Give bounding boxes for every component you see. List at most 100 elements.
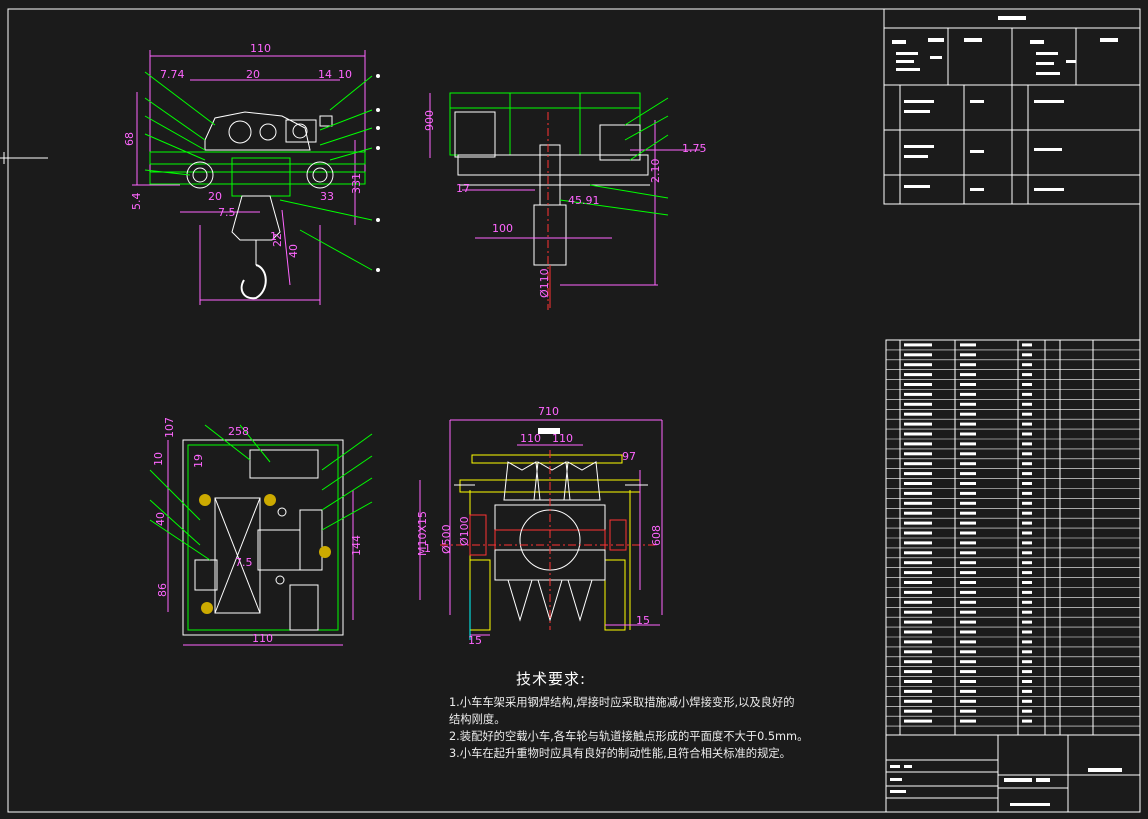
parts-cell-mark — [904, 511, 932, 515]
param-table — [883, 8, 1141, 205]
front-dim: 22 — [271, 233, 284, 247]
parts-cell-mark — [960, 392, 976, 396]
tech-requirements-title: 技术要求: — [516, 670, 587, 688]
front-dim: 10 — [338, 68, 352, 81]
parts-cell-mark — [1022, 581, 1032, 584]
side-dim: 17 — [456, 182, 470, 195]
front-dim: 40 — [287, 244, 300, 258]
parts-cell-mark — [1022, 482, 1032, 485]
parts-cell-mark — [1022, 521, 1032, 525]
parts-cell-mark — [960, 491, 976, 495]
parts-cell-mark — [960, 670, 976, 674]
section-dim: M10X15 — [416, 511, 429, 556]
parts-cell-mark — [904, 383, 932, 386]
parts-cell-mark — [904, 373, 932, 377]
parts-cell-mark — [1022, 373, 1032, 377]
parts-cell-mark — [1022, 343, 1032, 347]
side-view — [429, 92, 700, 310]
parts-cell-mark — [1022, 571, 1032, 575]
title-block — [885, 734, 1141, 813]
parts-cell-mark — [904, 501, 932, 505]
front-dim: 5.4 — [130, 193, 143, 211]
parts-cell-mark — [904, 402, 932, 406]
parts-cell-mark — [904, 363, 932, 367]
parts-cell-mark — [960, 719, 976, 723]
parts-cell-mark — [1022, 699, 1032, 703]
top-dim: 19 — [192, 454, 205, 468]
parts-cell-mark — [904, 392, 932, 396]
parts-cell-mark — [1022, 412, 1032, 416]
parts-cell-mark — [960, 422, 976, 426]
parts-cell-mark — [904, 491, 932, 495]
parts-cell-mark — [904, 610, 932, 614]
front-dim: 1 — [270, 230, 277, 243]
parts-cell-mark — [904, 640, 932, 644]
front-dim: 7.5 — [218, 206, 236, 219]
top-dim: 40 — [154, 512, 167, 526]
parts-cell-mark — [960, 590, 976, 594]
parts-cell-mark — [960, 353, 976, 357]
parts-cell-mark — [1022, 541, 1032, 545]
parts-cell-mark — [1022, 531, 1032, 535]
front-dim: 331 — [350, 173, 363, 194]
parts-cell-mark — [1022, 719, 1032, 723]
parts-cell-mark — [904, 541, 932, 545]
side-dim: 900 — [423, 110, 436, 131]
parts-cell-mark — [1022, 561, 1032, 565]
parts-cell-mark — [904, 472, 932, 476]
parts-cell-mark — [960, 442, 976, 446]
parts-cell-mark — [960, 482, 976, 485]
parts-cell-mark — [904, 551, 932, 555]
param-table-cells — [892, 38, 1118, 191]
parts-cell-mark — [904, 709, 932, 713]
parts-cell-mark — [1022, 670, 1032, 674]
parts-cell-mark — [904, 590, 932, 594]
top-dim: 107 — [163, 417, 176, 438]
parts-cell-mark — [1022, 511, 1032, 515]
parts-cell-mark — [1022, 402, 1032, 406]
parts-cell-mark — [904, 699, 932, 703]
tech-requirement-line: 结构刚度。 — [449, 713, 506, 726]
parts-cell-mark — [904, 571, 932, 575]
parts-cell-mark — [1022, 472, 1032, 476]
parts-cell-mark — [960, 531, 976, 535]
top-dim: 110 — [252, 632, 273, 645]
tech-requirement-line: 3.小车在起升重物时应具有良好的制动性能,且符合相关标准的规定。 — [449, 747, 791, 760]
side-dim: Ø110 — [538, 268, 551, 298]
front-dim: 33 — [320, 190, 334, 203]
parts-cell-mark — [960, 699, 976, 703]
parts-cell-mark — [1022, 353, 1032, 357]
parts-cell-mark — [960, 472, 976, 476]
parts-cell-mark — [960, 521, 976, 525]
parts-cell-mark — [1022, 600, 1032, 604]
front-dim: 20 — [208, 190, 222, 203]
parts-cell-mark — [1022, 363, 1032, 367]
section-dim-width: 710 — [538, 405, 559, 418]
section-dim: 110 — [520, 432, 541, 445]
parts-cell-mark — [904, 531, 932, 535]
section-dim: 97 — [622, 450, 636, 463]
parts-cell-mark — [1022, 689, 1032, 693]
parts-cell-mark — [960, 462, 976, 466]
parts-cell-mark — [1022, 660, 1032, 664]
parts-cell-mark — [1022, 491, 1032, 495]
parts-cell-mark — [960, 373, 976, 377]
parts-cell-mark — [904, 343, 932, 347]
parts-cell-mark — [1022, 650, 1032, 654]
top-dim: 10 — [152, 452, 165, 466]
parts-cell-mark — [960, 650, 976, 654]
section-dim: 15 — [636, 614, 650, 627]
front-dim: 7.74 — [160, 68, 185, 81]
parts-cell-mark — [960, 660, 976, 664]
parts-list — [885, 339, 1141, 736]
parts-cell-mark — [1022, 462, 1032, 466]
parts-cell-mark — [1022, 432, 1032, 436]
parts-cell-mark — [960, 383, 976, 386]
parts-cell-mark — [904, 630, 932, 634]
top-dim: 7.5 — [235, 556, 253, 569]
parts-cell-mark — [960, 551, 976, 555]
parts-cell-mark — [960, 600, 976, 604]
parts-cell-mark — [904, 660, 932, 664]
side-dim: 1.75 — [682, 142, 707, 155]
